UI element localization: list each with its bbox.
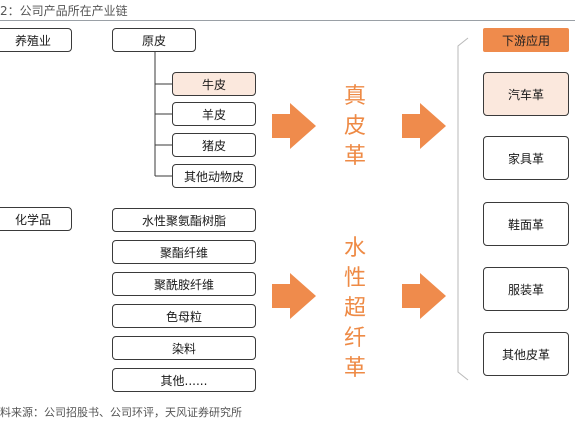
pigskin-box: 猪皮 (172, 133, 256, 157)
figure-title: 2：公司产品所在产业链 (0, 4, 128, 18)
downstream-header: 下游应用 (483, 28, 569, 52)
downstream-item-automotive: 汽车革 (483, 72, 569, 116)
downstream-item-furniture: 家具革 (483, 136, 569, 180)
raw-hide-box: 原皮 (112, 28, 196, 52)
other-animal-hide-box: 其他动物皮 (172, 164, 256, 188)
product-char: 超 (343, 296, 366, 321)
product-char: 皮 (343, 114, 366, 139)
product-char: 纤 (343, 326, 366, 351)
title-divider (0, 20, 575, 21)
source-note: 料来源：公司招股书、公司环评，天风证券研究所 (0, 406, 242, 419)
chemical-item: 色母粒 (112, 304, 256, 328)
chemical-item: 染料 (112, 336, 256, 360)
chemical-item: 其他...... (112, 368, 256, 392)
arrow-right-icon (272, 273, 316, 319)
arrow-right-icon (402, 103, 446, 149)
cowhide-box: 牛皮 (172, 72, 256, 96)
product-waterborne-microfiber: 水 性 超 纤 革 (340, 234, 370, 384)
product-char: 水 (343, 236, 366, 261)
downstream-item-other: 其他皮革 (483, 332, 569, 376)
product-char: 革 (343, 356, 366, 381)
product-char: 真 (343, 84, 366, 109)
downstream-item-shoe-upper: 鞋面革 (483, 202, 569, 246)
sheepskin-box: 羊皮 (172, 102, 256, 126)
category-chemicals: 化学品 (0, 207, 72, 231)
chemical-item: 聚酯纤维 (112, 240, 256, 264)
product-genuine-leather: 真 皮 革 (340, 82, 370, 172)
downstream-bracket (457, 37, 469, 381)
arrow-right-icon (402, 273, 446, 319)
chemical-item: 水性聚氨酯树脂 (112, 208, 256, 232)
product-char: 革 (343, 144, 366, 169)
arrow-right-icon (272, 103, 316, 149)
product-char: 性 (343, 266, 366, 291)
downstream-item-apparel: 服装革 (483, 267, 569, 311)
category-breeding: 养殖业 (0, 28, 72, 52)
chemical-item: 聚酰胺纤维 (112, 272, 256, 296)
